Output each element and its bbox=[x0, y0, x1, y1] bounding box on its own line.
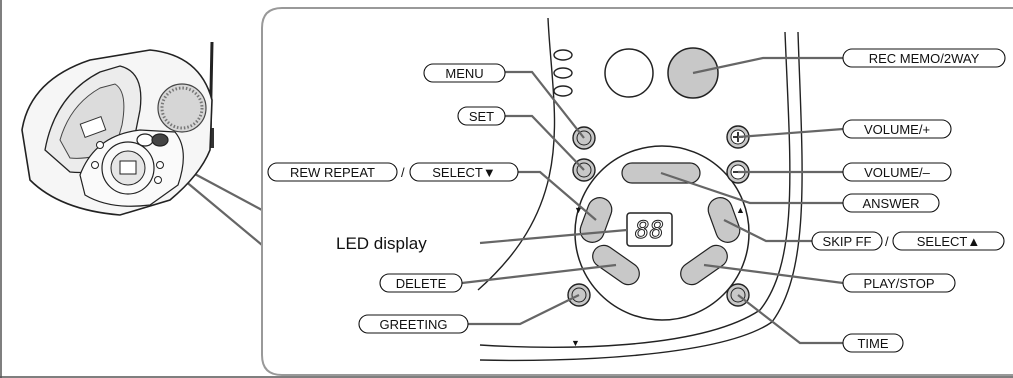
label-delete: DELETE bbox=[379, 273, 463, 293]
svg-text:MENU: MENU bbox=[445, 66, 483, 81]
zoom-panel-outline bbox=[261, 7, 1013, 376]
leader-lines bbox=[461, 56, 844, 345]
svg-text:SET: SET bbox=[469, 109, 494, 124]
up-arrow-marker: ▲ bbox=[736, 205, 745, 215]
label-skip-ff: SKIP FF bbox=[811, 231, 883, 251]
label-volume-down: VOLUME/– bbox=[842, 162, 952, 182]
label-greeting: GREETING bbox=[358, 314, 469, 334]
label-select-down: SELECT▼ bbox=[409, 162, 519, 182]
label-answer: ANSWER bbox=[842, 193, 940, 213]
led-digits: 88 bbox=[635, 216, 664, 244]
label-play-stop: PLAY/STOP bbox=[842, 273, 956, 293]
separator: / bbox=[401, 165, 405, 180]
svg-text:DELETE: DELETE bbox=[396, 276, 447, 291]
svg-text:SKIP FF: SKIP FF bbox=[823, 234, 872, 249]
svg-text:SELECT▼: SELECT▼ bbox=[432, 165, 495, 180]
svg-text:REC MEMO/2WAY: REC MEMO/2WAY bbox=[869, 51, 980, 66]
svg-text:SELECT▲: SELECT▲ bbox=[917, 234, 980, 249]
down-arrow-marker: ▼ bbox=[574, 205, 583, 215]
separator: / bbox=[885, 234, 889, 249]
speaker-slots bbox=[553, 49, 573, 97]
svg-text:GREETING: GREETING bbox=[380, 317, 448, 332]
svg-text:PLAY/STOP: PLAY/STOP bbox=[863, 276, 934, 291]
svg-text:ANSWER: ANSWER bbox=[862, 196, 919, 211]
label-rec-memo: REC MEMO/2WAY bbox=[842, 48, 1006, 68]
label-set: SET bbox=[457, 106, 506, 126]
label-rew-repeat: REW REPEAT bbox=[267, 162, 398, 182]
svg-text:REW REPEAT: REW REPEAT bbox=[290, 165, 375, 180]
down-arrow-marker: ▼ bbox=[571, 338, 580, 348]
label-select-up: SELECT▲ bbox=[892, 231, 1005, 251]
label-time: TIME bbox=[842, 333, 904, 353]
indicator-circle bbox=[604, 48, 654, 98]
label-led-display: LED display bbox=[336, 234, 427, 253]
label-volume-up: VOLUME/+ bbox=[842, 119, 952, 139]
svg-text:VOLUME/–: VOLUME/– bbox=[864, 165, 931, 180]
svg-text:VOLUME/+: VOLUME/+ bbox=[864, 122, 930, 137]
label-menu: MENU bbox=[423, 63, 506, 83]
answering-machine-illustration bbox=[21, 41, 214, 216]
led-display bbox=[626, 212, 673, 247]
svg-text:TIME: TIME bbox=[857, 336, 888, 351]
